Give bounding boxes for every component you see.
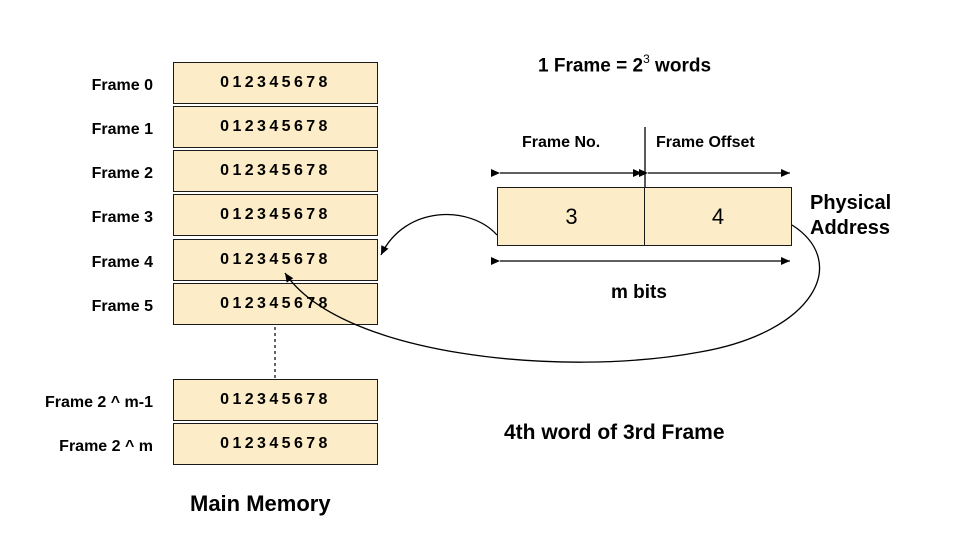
frame-label: Frame 3 bbox=[91, 209, 153, 226]
frame-label: Frame 0 bbox=[91, 77, 153, 94]
memory-frame-cell: 012345678 bbox=[173, 106, 378, 148]
m-bits-label: m bits bbox=[611, 282, 667, 303]
caption: 4th word of 3rd Frame bbox=[504, 421, 725, 444]
frame-offset-label: Frame Offset bbox=[656, 134, 755, 151]
memory-title: Main Memory bbox=[190, 491, 331, 516]
frame-number-arrow bbox=[380, 213, 498, 256]
memory-frame-cell: 012345678 bbox=[173, 150, 378, 192]
memory-frame-cell: 012345678 bbox=[173, 239, 378, 281]
frame-size-note: 1 Frame = 23 words bbox=[538, 52, 712, 77]
memory-frame-cell: 012345678 bbox=[173, 194, 378, 236]
memory-frame-cell: 012345678 bbox=[173, 283, 378, 325]
frame-label: Frame 2 ^ m bbox=[59, 438, 153, 455]
frame-label: Frame 1 bbox=[91, 121, 153, 138]
offset-word-arrow bbox=[284, 224, 821, 363]
frame-no-label: Frame No. bbox=[522, 134, 601, 151]
frame-no-box: 3 bbox=[497, 187, 646, 246]
frame-label: Frame 5 bbox=[91, 298, 153, 315]
frame-label: Frame 4 bbox=[91, 254, 153, 271]
frame-offset-box: 4 bbox=[644, 187, 792, 246]
frame-label: Frame 2 ^ m-1 bbox=[44, 394, 153, 411]
memory-frame-cell: 012345678 bbox=[173, 423, 378, 465]
memory-frame-cell: 012345678 bbox=[173, 62, 378, 104]
frame-label: Frame 2 bbox=[91, 165, 153, 182]
memory-frame-cell: 012345678 bbox=[173, 379, 378, 421]
frame-size-exponent: 3 bbox=[643, 52, 650, 66]
